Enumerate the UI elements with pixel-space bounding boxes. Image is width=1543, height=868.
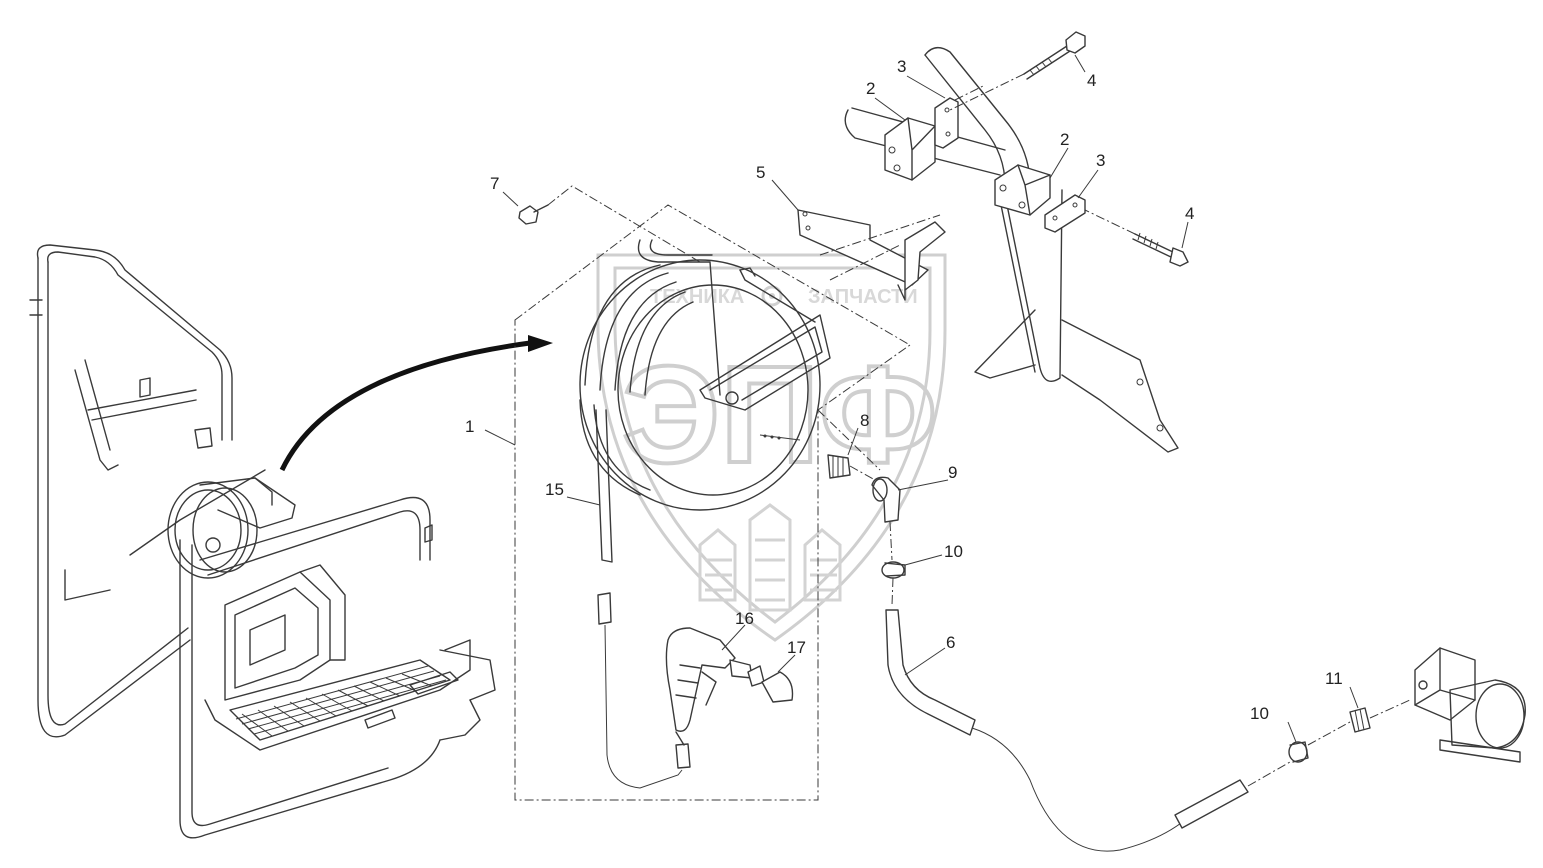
clamp-2-left <box>884 117 936 181</box>
bolt-4-lower <box>1084 209 1189 267</box>
bolt-7 <box>518 185 701 263</box>
fitting-8 <box>827 454 851 479</box>
machine-frame <box>29 244 496 839</box>
callout-6: 6 <box>946 633 955 652</box>
fitting-11 <box>1349 707 1371 733</box>
callout-9: 9 <box>948 463 957 482</box>
callout-3-left: 3 <box>897 57 906 76</box>
pointer-arrow <box>279 335 553 472</box>
callout-1: 1 <box>465 417 474 436</box>
bracket-5 <box>797 209 946 301</box>
callout-11: 11 <box>1325 669 1343 688</box>
watermark-logo: ТЕХНИКА ЗАПЧАСТИ ЭПФ <box>596 253 947 642</box>
nozzle-17 <box>761 671 794 703</box>
elbow-9 <box>871 476 901 523</box>
callout-2-left: 2 <box>866 79 875 98</box>
callout-17: 17 <box>787 638 806 657</box>
clamp-10-upper <box>881 561 906 579</box>
callout-10-upper: 10 <box>944 542 963 561</box>
leader-lines <box>484 54 1359 743</box>
callout-5: 5 <box>756 163 765 182</box>
watermark-wheat-icon <box>698 503 842 612</box>
step-grate <box>229 659 451 741</box>
spray-gun-16 <box>665 627 765 746</box>
clamp-2-right <box>994 164 1051 216</box>
callout-7: 7 <box>490 174 499 193</box>
callout-8: 8 <box>860 411 869 430</box>
mounted-reel <box>167 477 296 579</box>
hose-reel <box>579 239 831 511</box>
callout-16: 16 <box>735 609 754 628</box>
callout-4-lower: 4 <box>1185 204 1194 223</box>
plate-3-right <box>1044 194 1086 233</box>
callout-15: 15 <box>545 480 564 499</box>
watermark-logo-text: ЭПФ <box>622 338 937 492</box>
clamp-10-lower <box>1288 741 1309 763</box>
plate-3-left <box>934 97 959 149</box>
bolt-4-upper <box>949 31 1086 111</box>
watermark-brand-right: ЗАПЧАСТИ <box>808 286 918 308</box>
callout-2-right: 2 <box>1060 130 1069 149</box>
watermark-brand-left: ТЕХНИКА <box>650 286 744 308</box>
callout-3-right: 3 <box>1096 151 1105 170</box>
callout-10-lower: 10 <box>1250 704 1269 723</box>
callout-4-upper: 4 <box>1087 71 1096 90</box>
compressor <box>1414 647 1526 763</box>
callout-labels: 1 2 2 3 3 4 4 5 6 7 8 9 10 10 11 15 16 1… <box>465 57 1343 723</box>
